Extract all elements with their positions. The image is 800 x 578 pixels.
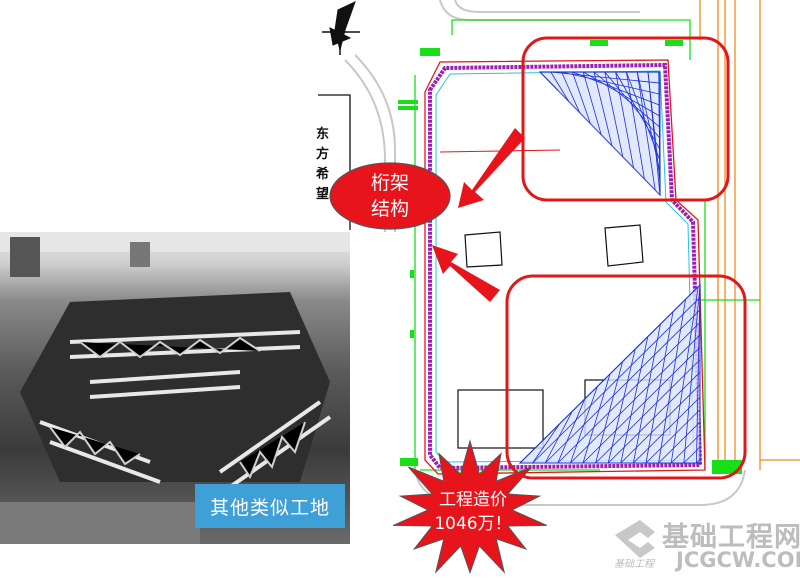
truss-member xyxy=(582,373,611,464)
watermark-name-cn: 基础工程网 xyxy=(662,522,800,553)
truss-member xyxy=(544,411,573,464)
watermark-small: 基础工程 xyxy=(614,559,654,570)
truss-member xyxy=(557,398,586,464)
arrow-icon xyxy=(432,128,525,302)
watermark-name-en: JCGCW.COM xyxy=(676,548,800,572)
highlight-box-north xyxy=(521,36,730,202)
excavation-line xyxy=(424,59,706,475)
truss-member xyxy=(570,386,598,464)
green-markers xyxy=(398,40,742,474)
truss-member xyxy=(696,459,701,464)
truss-member xyxy=(593,71,661,128)
truss-member xyxy=(593,71,613,146)
truss-member xyxy=(620,336,649,464)
truss-member xyxy=(519,436,548,464)
truss-member xyxy=(561,71,661,95)
truss-member xyxy=(647,71,661,196)
truss-member xyxy=(582,347,701,464)
photo-caption: 其他类似工地 xyxy=(195,484,345,528)
truss-member xyxy=(532,423,560,464)
truss-member xyxy=(572,71,591,124)
truss-member xyxy=(604,71,624,157)
truss-member xyxy=(532,297,701,464)
truss-member xyxy=(696,284,701,464)
orange-utility-lines xyxy=(699,0,800,470)
truss-member xyxy=(595,361,623,464)
truss-member xyxy=(615,71,661,150)
truss-member xyxy=(645,409,701,464)
truss-grid-top xyxy=(538,71,661,197)
north-arrow-icon xyxy=(322,1,360,55)
truss-member xyxy=(595,359,701,464)
truss-member xyxy=(658,71,661,196)
truss-member xyxy=(645,311,674,464)
truss-member xyxy=(636,71,656,191)
truss-member xyxy=(572,71,661,106)
starburst-shape xyxy=(392,439,548,575)
truss-member xyxy=(620,384,701,464)
truss-member xyxy=(670,434,701,464)
truss-member xyxy=(633,324,661,464)
truss-structure-callout: 桁架 结构 xyxy=(370,172,409,220)
truss-member xyxy=(607,348,636,464)
similar-site-photo xyxy=(0,232,350,544)
truss-member xyxy=(539,71,559,91)
truss-member xyxy=(658,421,701,464)
project-cost-label: 工程造价 1046万！ xyxy=(434,490,512,534)
truss-member xyxy=(570,334,701,464)
callout-ellipse xyxy=(329,162,451,230)
truss-member xyxy=(582,71,602,135)
truss-member xyxy=(557,322,701,464)
truss-member xyxy=(683,446,701,464)
truss-member xyxy=(670,286,699,464)
site-label: 东方希望 xyxy=(316,127,330,202)
truss-member xyxy=(550,71,570,102)
truss-member xyxy=(683,284,701,464)
truss-member xyxy=(561,71,580,113)
truss-photo-image xyxy=(0,232,350,544)
truss-member xyxy=(615,71,634,169)
retaining-wall xyxy=(428,62,703,471)
truss-member xyxy=(658,299,686,464)
watermark-house-icon xyxy=(615,520,655,558)
truss-member xyxy=(604,71,661,139)
truss-member xyxy=(626,71,645,180)
truss-member xyxy=(544,309,701,464)
inner-line xyxy=(435,70,695,463)
highlight-box-south xyxy=(505,274,747,480)
truss-grid-bottom xyxy=(518,283,701,464)
